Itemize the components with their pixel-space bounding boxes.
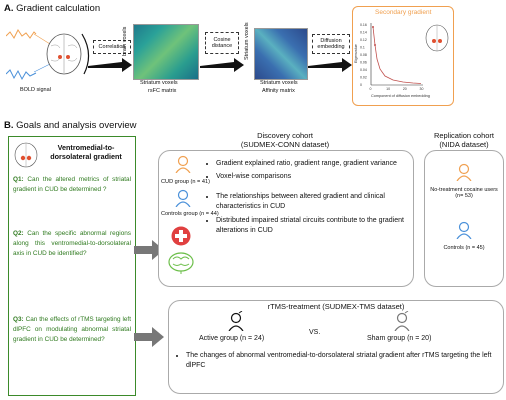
- nida-control-person-icon: [456, 221, 472, 239]
- discovery-bullet: Voxel-wise comparisons: [216, 172, 416, 182]
- q2-text: Can the specific abnormal regions along …: [13, 230, 132, 257]
- control-person-icon: [175, 189, 191, 207]
- active-person-icon: [228, 311, 244, 331]
- section-b-letter: B.: [4, 120, 14, 131]
- diffusion-embedding-box: Diffusion embedding: [312, 34, 350, 54]
- rtms-card: rTMS-treatment (SUDMEX-TMS dataset) Acti…: [168, 300, 504, 394]
- plot-ytick-label: 0.14: [360, 31, 367, 35]
- discovery-sub-text: (SUDMEX-CONN dataset): [240, 140, 330, 150]
- discovery-bullet: Distributed impaired striatal circuits c…: [216, 216, 416, 236]
- section-a-letter: A.: [4, 3, 14, 14]
- controls-45-label: Controls (n = 45): [443, 245, 485, 251]
- plot-ytick-label: 0.12: [360, 38, 367, 42]
- rtms-bullet: The changes of abnormal ventromedial-to-…: [186, 351, 504, 371]
- plot-xtick-label: 10: [386, 87, 390, 91]
- plot-ytick-label: 0.02: [360, 76, 367, 80]
- replication-cohort-card: No-treatment cocaine users (n= 53) Contr…: [424, 150, 504, 287]
- q1-text: Can the altered metrics of striatal grad…: [13, 176, 131, 193]
- brain-icon: [46, 33, 82, 75]
- sham-group-label: Sham group (n = 20): [367, 335, 432, 342]
- replication-sub-text: (NIDA dataset): [439, 140, 489, 150]
- plot-ytick-label: 0.04: [360, 68, 367, 72]
- left-panel-title: Ventromedial-to-dorsolateral gradient: [50, 143, 122, 162]
- question-3: Q3: Can the effects of rTMS targeting le…: [13, 315, 131, 345]
- plot-xlabel: Component of diffusion embedding: [371, 94, 430, 98]
- rsfc-label: rsFC matrix: [148, 88, 177, 94]
- question-2: Q2: Can the specific abnormal regions al…: [13, 229, 131, 259]
- brain-gradient-icon: [14, 142, 38, 168]
- small-brain-icon: [425, 24, 449, 52]
- brain-voxels-label: brain voxels: [122, 26, 128, 56]
- question-1: Q1: Can the altered metrics of striatal …: [13, 175, 131, 195]
- discovery-bullets: Gradient explained ratio, gradient range…: [207, 159, 416, 239]
- arrow-3-icon: [308, 58, 352, 72]
- green-brain-icon: [168, 252, 194, 274]
- discovery-title-text: Discovery cohort: [257, 131, 313, 140]
- q1-label: Q1:: [13, 176, 24, 183]
- plot-ytick-label: 0.06: [360, 61, 367, 65]
- discovery-cohort-card: CUD group (n = 41) Controls group (n = 4…: [158, 150, 414, 287]
- plot-ytick-label: 0.16: [360, 23, 367, 27]
- cosine-distance-box: Cosine distance: [205, 32, 239, 54]
- arrow-2-icon: [200, 58, 244, 72]
- plot-ylabel: Eigenvalue: [354, 44, 358, 63]
- replication-title: Replication cohort (NIDA dataset): [424, 131, 504, 150]
- blue-signal-line: [6, 69, 37, 81]
- plot-xtick-label: 0: [370, 87, 372, 91]
- medical-cross-icon: [171, 226, 191, 246]
- rtms-bullets: The changes of abnormal ventromedial-to-…: [177, 351, 504, 374]
- striatum-voxels-x-label: Striatum voxels: [140, 80, 178, 86]
- discovery-title: Discovery cohort (SUDMEX-CONN dataset): [220, 131, 350, 150]
- eigenvalue-curve: [372, 26, 422, 84]
- q3-label: Q3:: [13, 316, 24, 323]
- section-a-heading: Gradient calculation: [16, 3, 101, 14]
- plot-ytick-label: 0.08: [360, 53, 367, 57]
- rtms-title: rTMS-treatment (SUDMEX-TMS dataset): [264, 302, 408, 311]
- striatum-voxels-x2-label: Striatum voxels: [260, 80, 298, 86]
- affinity-label: Affinity matrix: [262, 88, 295, 94]
- questions-panel: Ventromedial-to-dorsolateral gradient Q1…: [8, 136, 136, 396]
- orange-signal-line: [6, 29, 37, 39]
- section-a-title: A. Gradient calculation: [4, 3, 100, 14]
- plot-ytick-label: 0.1: [360, 46, 365, 50]
- bold-signal-illustration: [6, 29, 90, 81]
- q3-text: Can the effects of rTMS targeting left d…: [13, 316, 131, 343]
- arrow-to-discovery-icon: [134, 240, 164, 260]
- q2-label: Q2:: [13, 230, 24, 237]
- sham-person-icon: [394, 311, 410, 331]
- replication-title-text: Replication cohort: [433, 131, 495, 140]
- rsfc-matrix-image: [133, 24, 199, 80]
- vs-label: VS.: [309, 329, 321, 336]
- cud-person-icon: [175, 155, 191, 173]
- active-group-label: Active group (n = 24): [199, 335, 265, 342]
- cud-group-label: CUD group (n = 41): [161, 179, 210, 185]
- arrow-to-rtms-icon: [134, 327, 164, 347]
- striatum-voxels-y-label: Striatum voxels: [244, 22, 250, 60]
- discovery-bullet: The relationships between altered gradie…: [216, 192, 416, 212]
- plot-ytick-label: 0: [360, 83, 362, 87]
- bold-label: BOLD signal: [20, 87, 51, 93]
- controls-group-label: Controls group (n = 44): [161, 211, 219, 217]
- arrow-1-icon: [88, 58, 132, 72]
- no-treatment-label: No-treatment cocaine users (n= 53): [430, 187, 498, 200]
- affinity-matrix-image: [254, 28, 308, 80]
- plot-xtick-label: 20: [403, 87, 407, 91]
- plot-xtick-label: 30: [420, 87, 424, 91]
- eigenvalue-plot: 0.16 0.14 0.12 0.1 0.08 0.06 0.04 0.02 0 0 10 20 30…: [354, 23, 430, 98]
- section-b-heading: Goals and analysis overview: [16, 120, 137, 131]
- discovery-bullet: Gradient explained ratio, gradient range…: [216, 159, 416, 169]
- nida-cud-person-icon: [456, 163, 472, 181]
- correlation-box: Correlation: [93, 40, 131, 54]
- secondary-gradient-label: Secondary gradient: [375, 9, 432, 16]
- section-b-title: B. Goals and analysis overview: [4, 120, 137, 131]
